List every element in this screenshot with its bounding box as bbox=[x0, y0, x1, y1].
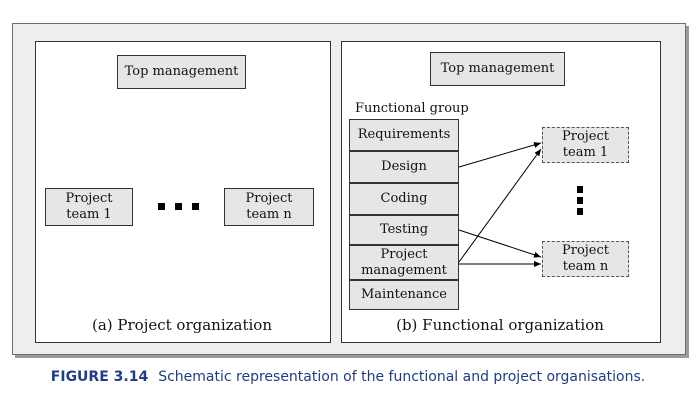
vertical-ellipsis-dot-2 bbox=[577, 197, 583, 204]
top-management-box-a: Top management bbox=[117, 55, 246, 89]
function-project-management: Project management bbox=[349, 245, 459, 280]
caption-functional-organization: (b) Functional organization bbox=[396, 316, 604, 334]
figure-number: FIGURE 3.14 bbox=[50, 369, 149, 385]
ellipsis-dot-1 bbox=[158, 203, 165, 210]
figure-caption: FIGURE 3.14 Schematic representation of t… bbox=[0, 369, 696, 385]
arrow-pm-to-team-1 bbox=[458, 148, 542, 263]
vertical-ellipsis-dot-3 bbox=[577, 208, 583, 215]
function-design: Design bbox=[349, 151, 459, 183]
function-coding: Coding bbox=[349, 183, 459, 215]
project-team-1-box-b: Project team 1 bbox=[542, 127, 629, 163]
project-team-n-box-a: Project team n bbox=[224, 188, 314, 226]
figure-caption-text: Schematic representation of the function… bbox=[158, 369, 646, 385]
project-team-1-box-a: Project team 1 bbox=[45, 188, 133, 226]
function-requirements: Requirements bbox=[349, 119, 459, 151]
functional-group-label: Functional group bbox=[355, 101, 469, 116]
ellipsis-dot-2 bbox=[175, 203, 182, 210]
function-maintenance: Maintenance bbox=[349, 280, 459, 310]
top-management-box-b: Top management bbox=[430, 52, 565, 86]
ellipsis-dot-3 bbox=[192, 203, 199, 210]
arrow-design-to-team-1 bbox=[458, 142, 542, 168]
caption-project-organization: (a) Project organization bbox=[92, 316, 272, 334]
vertical-ellipsis-dot-1 bbox=[577, 186, 583, 193]
project-team-n-box-b: Project team n bbox=[542, 241, 629, 277]
arrow-testing-to-team-n bbox=[458, 229, 542, 258]
function-testing: Testing bbox=[349, 215, 459, 245]
